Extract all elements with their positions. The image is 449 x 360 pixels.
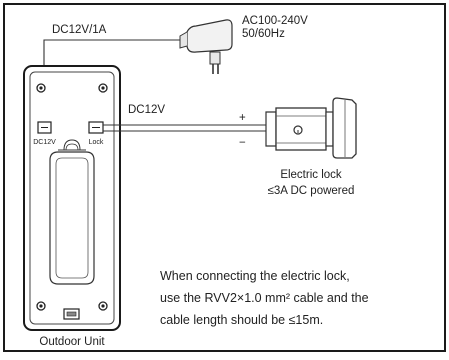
electric-lock-icon [265,97,357,159]
power-adapter [179,19,233,74]
lock-bolt [325,111,334,147]
power-cable-label: DC12V/1A [52,24,107,36]
adapter-body [186,19,233,53]
lock-spec: ≤3A DC powered [268,185,355,197]
adapter-spec-frequency: 50/60Hz [242,28,285,40]
note-line-2: use the RVV2×1.0 mm² cable and the [160,291,369,305]
note-line-3: cable length should be ≤15m. [160,313,323,327]
lock-port-label: Lock [89,139,104,146]
adapter-spec-voltage: AC100-240V [242,15,308,27]
outer-frame [3,3,446,352]
unit-inner-edge [29,71,115,325]
dc-port-label: DC12V [33,139,56,146]
lock-strike-plate [332,97,357,159]
strain-relief [63,139,81,151]
lock-title: Electric lock [280,169,342,181]
outdoor-unit: DC12V Lock [23,65,121,331]
cable-cover [49,151,95,285]
outdoor-unit-label: Outdoor Unit [39,336,105,348]
positive-terminal-label: + [239,112,246,124]
lock-wiring [103,124,266,132]
adapter-side [179,31,188,49]
adapter-plug-base [209,51,221,65]
lock-cable-label: DC12V [128,104,165,116]
negative-terminal-label: − [239,137,246,149]
note-line-1: When connecting the electric lock, [160,269,350,283]
